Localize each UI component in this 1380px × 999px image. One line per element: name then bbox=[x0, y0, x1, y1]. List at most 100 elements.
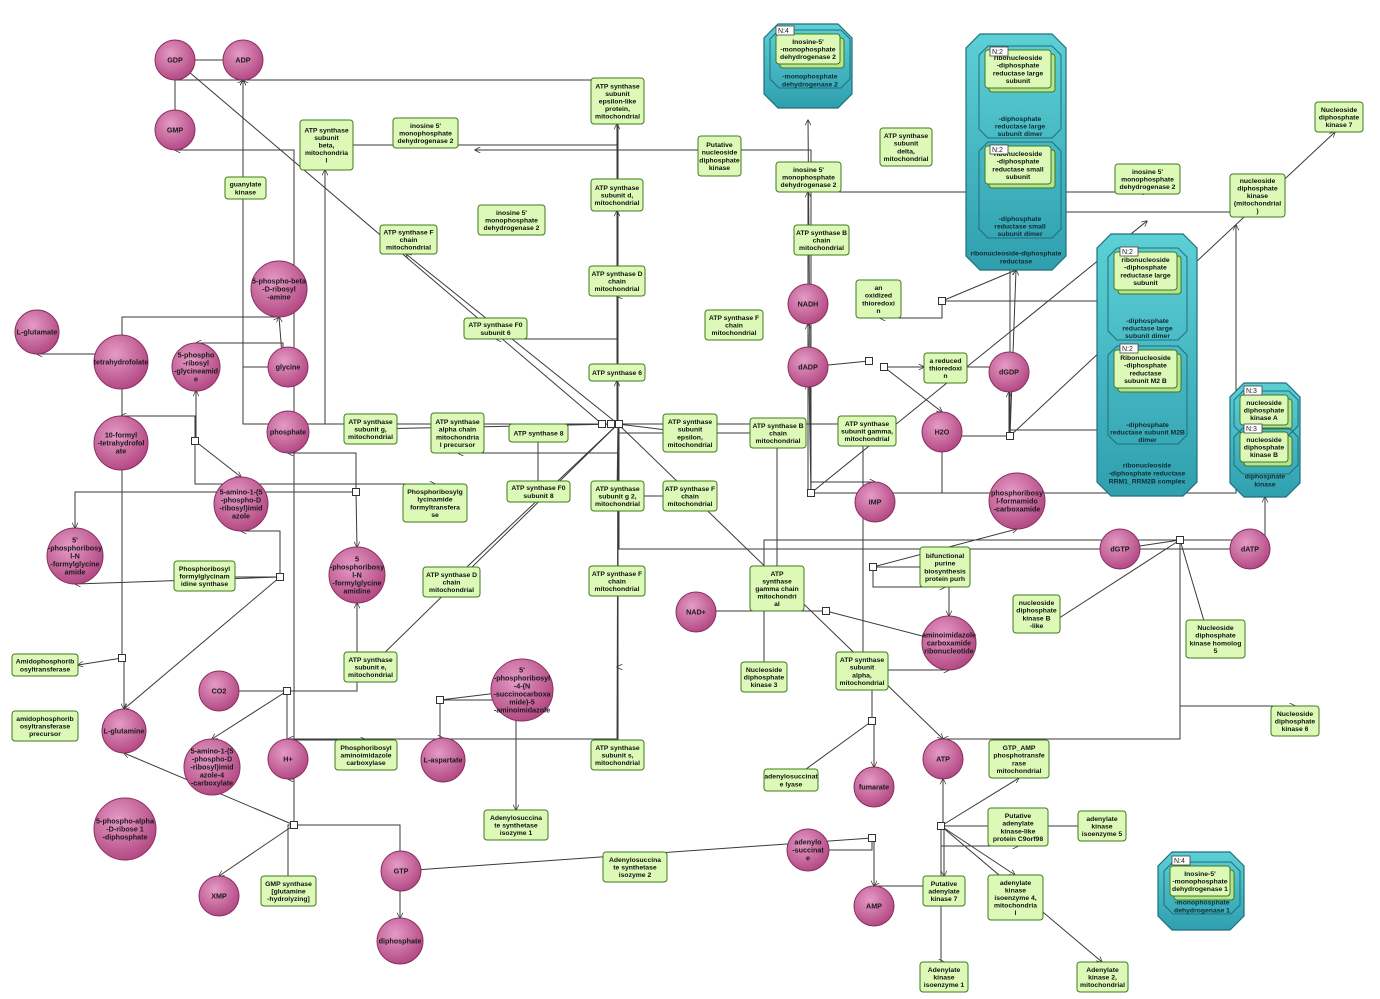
metabolite-m_h2o[interactable]: H2O bbox=[921, 411, 963, 453]
process-node[interactable] bbox=[276, 573, 284, 581]
process-node[interactable] bbox=[352, 488, 360, 496]
process-node[interactable] bbox=[1006, 432, 1014, 440]
metabolite-m_dgdp[interactable]: dGDP bbox=[988, 351, 1030, 393]
metabolite-m_adp[interactable]: ADP bbox=[222, 39, 264, 81]
process-node[interactable] bbox=[868, 834, 876, 842]
process-node[interactable] bbox=[607, 420, 615, 428]
metabolite-m_laspartate[interactable]: L-aspartate bbox=[420, 737, 466, 783]
metabolite-m_glycine[interactable]: glycine bbox=[267, 346, 309, 388]
process-node[interactable] bbox=[869, 563, 877, 571]
metabolite-m_prpp_amine[interactable]: 5-phospho-beta-D-ribosyl-amine bbox=[250, 260, 308, 318]
process-node[interactable] bbox=[436, 696, 444, 704]
process-node[interactable] bbox=[938, 297, 946, 305]
process-node[interactable] bbox=[615, 420, 623, 428]
metabolite-m_prpp[interactable]: 5-phospho-alpha-D-ribose 1-diphosphate bbox=[93, 797, 157, 861]
process-node[interactable] bbox=[1176, 536, 1184, 544]
process-node[interactable] bbox=[822, 607, 830, 615]
process-node[interactable] bbox=[118, 654, 126, 662]
metabolite-m_dgtp[interactable]: dGTP bbox=[1099, 528, 1141, 570]
metabolite-m_datp[interactable]: dATP bbox=[1229, 528, 1271, 570]
metabolite-m_diphosphate[interactable]: diphosphate bbox=[376, 917, 424, 965]
process-node[interactable] bbox=[283, 687, 291, 695]
process-node[interactable] bbox=[880, 363, 888, 371]
metabolite-m_nadh[interactable]: NADH bbox=[787, 283, 829, 325]
metabolite-m_co2[interactable]: CO2 bbox=[198, 670, 240, 712]
metabolite-m_gmp[interactable]: GMP bbox=[154, 109, 196, 151]
metabolite-m_xmp[interactable]: XMP bbox=[198, 875, 240, 917]
process-node[interactable] bbox=[937, 822, 945, 830]
process-node[interactable] bbox=[865, 357, 873, 365]
metabolite-m_amp[interactable]: AMP bbox=[853, 885, 895, 927]
metabolite-m_lglutamine[interactable]: L-glutamine bbox=[101, 708, 147, 754]
metabolite-m_hplus[interactable]: H+ bbox=[267, 738, 309, 780]
metabolite-m_thf[interactable]: tetrahydrofolate bbox=[93, 334, 149, 390]
protein-p_gmp_synthase[interactable]: GMP synthase[glutamine-hydrolyzing] bbox=[260, 875, 317, 907]
metabolite-m_nadplus[interactable]: NAD+ bbox=[675, 591, 717, 633]
metabolite-m_gtp[interactable]: GTP bbox=[380, 850, 422, 892]
metabolite-m_gdp[interactable]: GDP bbox=[154, 39, 196, 81]
process-node[interactable] bbox=[191, 437, 199, 445]
metabolite-m_atp[interactable]: ATP bbox=[922, 738, 964, 780]
metabolite-m_imp[interactable]: IMP bbox=[854, 481, 896, 523]
metabolite-m_lglutamate[interactable]: L-glutamate bbox=[14, 309, 60, 355]
process-node[interactable] bbox=[807, 489, 815, 497]
process-node[interactable] bbox=[290, 821, 298, 829]
